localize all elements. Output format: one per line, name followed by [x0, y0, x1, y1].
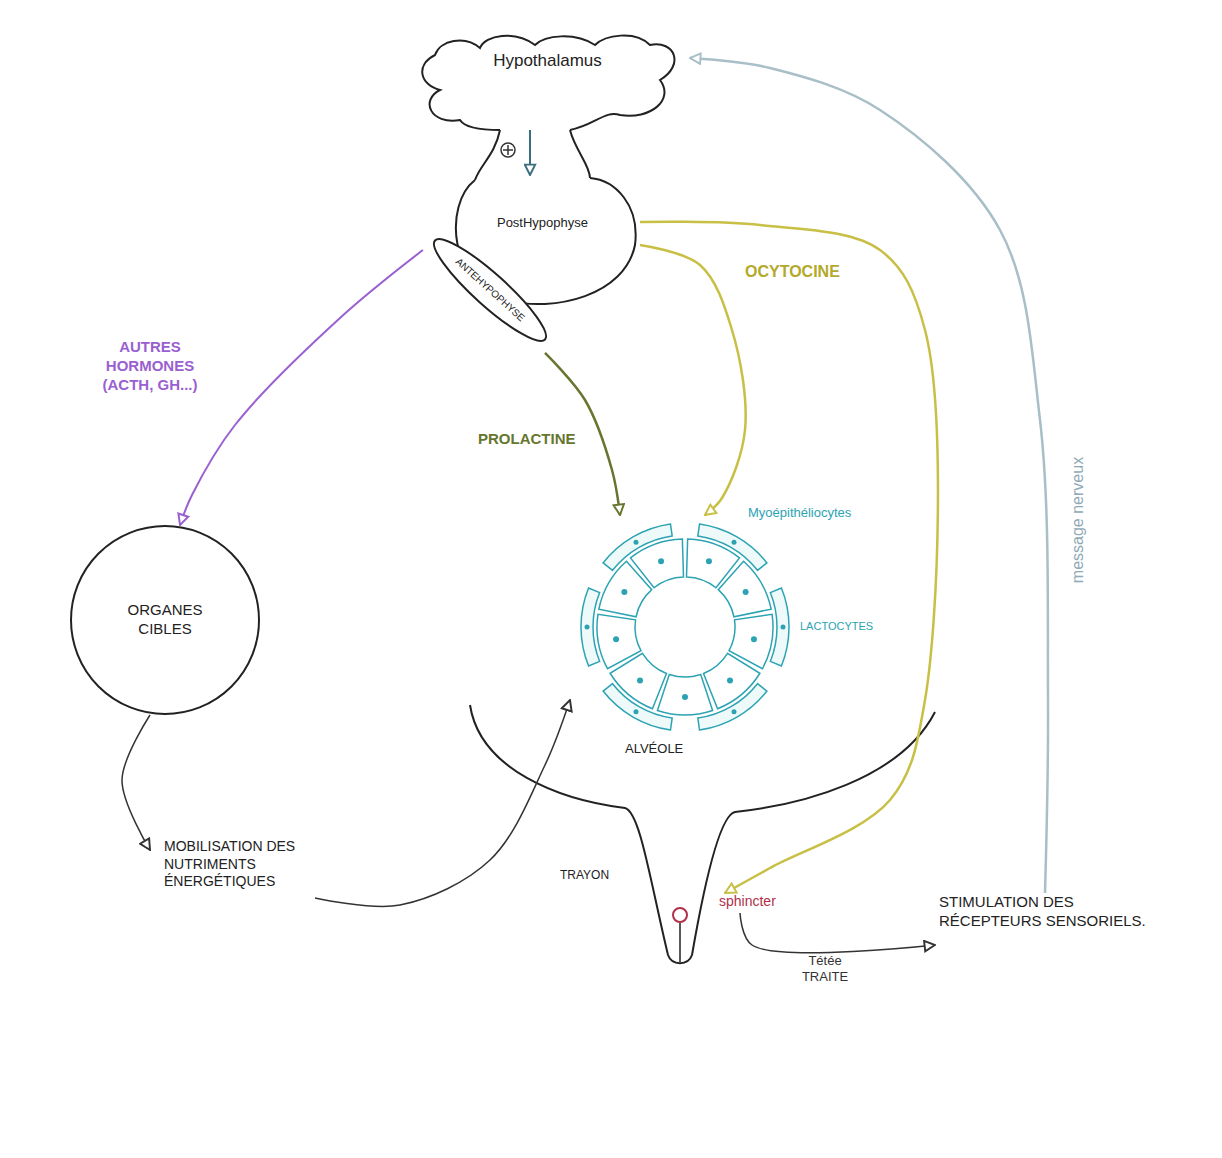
- signal-label: message nerveux: [1068, 440, 1088, 600]
- teat-canal: [679, 923, 681, 962]
- cell-nucleus: [658, 558, 664, 564]
- lactocyte-cell: [657, 674, 712, 715]
- hypothalamus-region: Hypothalamus: [405, 30, 690, 130]
- myoepithelial-cell: [603, 684, 672, 730]
- edge-label-text: PROLACTINE: [478, 430, 598, 449]
- connector-arrow: [640, 245, 746, 515]
- hormone-label: AUTRES HORMONES (ACTH, GH...): [85, 338, 215, 394]
- cell-nucleus: [621, 589, 627, 595]
- outcome-text-node: MOBILISATION DES NUTRIMENTS ÉNERGÉTIQUES: [150, 838, 315, 898]
- target-organs-circle: ORGANES CIBLES: [70, 525, 260, 715]
- edge-label-text: OCYTOCINE: [745, 262, 885, 282]
- cell-nucleus: [727, 678, 733, 684]
- cell-nucleus: [732, 540, 737, 545]
- cell-nucleus: [634, 540, 639, 545]
- hormone-label: OCYTOCINE: [745, 262, 885, 282]
- plus-symbol: [501, 143, 515, 157]
- plus-symbol: [507, 145, 509, 155]
- node-text: MOBILISATION DES NUTRIMENTS ÉNERGÉTIQUES: [164, 838, 315, 891]
- cell-nucleus: [613, 636, 619, 642]
- myoepithelial-cell: [698, 524, 767, 570]
- connector-arrow: [740, 913, 935, 953]
- myoepithelial-cell: [698, 684, 767, 730]
- action-label: Tétée TRAITE: [790, 953, 860, 986]
- pituitary-stalk: [570, 130, 590, 178]
- cell-nucleus: [781, 625, 786, 630]
- cell-label: LACTOCYTES: [800, 620, 873, 634]
- sphincter-symbol: [673, 908, 687, 922]
- connector-arrow: [315, 700, 570, 906]
- anterior-pituitary: ANTEHYPOPHYSE: [423, 227, 557, 353]
- edge-label-text: Tétée TRAITE: [790, 953, 860, 986]
- lactocyte-cell: [597, 614, 641, 668]
- cell-nucleus: [634, 709, 639, 714]
- alveolus-drawing: [581, 524, 789, 730]
- hormone-label: PROLACTINE: [478, 430, 598, 449]
- myoepithelial-cell: [770, 588, 789, 666]
- myoepithelial-cell: [581, 588, 600, 666]
- myoepithelial-cell: [603, 524, 672, 570]
- cell-nucleus: [732, 709, 737, 714]
- node-text: Hypothalamus: [405, 50, 690, 71]
- target-organs-outline: [71, 526, 259, 714]
- cell-nucleus: [751, 636, 757, 642]
- node-text: ORGANES CIBLES: [100, 601, 230, 639]
- node-text: ANTEHYPOPHYSE: [453, 256, 527, 325]
- udder-outline: [470, 705, 935, 963]
- hypothalamus-region-outline: [405, 30, 690, 130]
- alveolus-outline: [570, 515, 805, 765]
- cell-nucleus: [637, 678, 643, 684]
- cell-nucleus: [585, 625, 590, 630]
- edge-label-text: message nerveux: [1068, 440, 1088, 600]
- node-text: PostHypophyse: [445, 215, 640, 231]
- node-text: ALVÉOLE: [625, 741, 805, 757]
- lactocyte-cell: [718, 561, 771, 617]
- cell-label: Myoépithéliocytes: [748, 505, 851, 521]
- connector-arrow: [180, 250, 423, 525]
- node-text: sphincter: [719, 893, 805, 911]
- connector-arrow: [529, 130, 531, 175]
- sphincter-label-node: sphincter: [715, 893, 805, 913]
- part-label: TRAYON: [560, 868, 609, 883]
- stimulus-text-node: STIMULATION DES RÉCEPTEURS SENSORIELS.: [935, 893, 1165, 953]
- connector-arrow: [690, 58, 1048, 893]
- alveolus: ALVÉOLE: [570, 515, 805, 765]
- hypothalamus-outline: [422, 36, 674, 130]
- pituitary-stalk: [475, 130, 500, 180]
- connector-arrow: [640, 222, 938, 893]
- cell-nucleus: [706, 558, 712, 564]
- node-text: STIMULATION DES RÉCEPTEURS SENSORIELS.: [939, 893, 1165, 931]
- connector-arrow: [122, 715, 150, 850]
- cell-nucleus: [743, 589, 749, 595]
- anterior-pituitary-outline: [424, 229, 555, 352]
- edge-label-text: AUTRES HORMONES (ACTH, GH...): [85, 338, 215, 394]
- cell-nucleus: [682, 694, 688, 700]
